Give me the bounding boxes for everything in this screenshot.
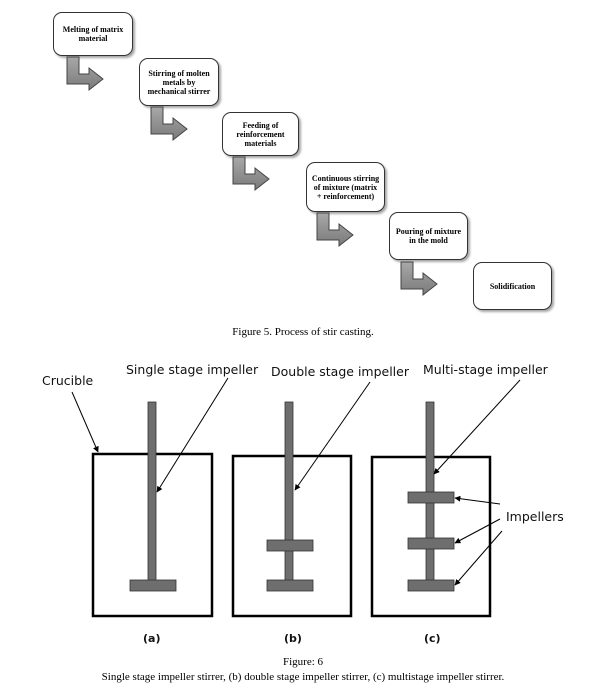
impeller-a-bottom (129, 579, 177, 592)
leader-single (156, 377, 229, 493)
step-continuous-stirring: Continuous stirring of mixture (matrix +… (306, 162, 385, 212)
sub-label-a: (a) (143, 632, 161, 645)
sub-label-b: (b) (284, 632, 302, 645)
leader-impeller-top (454, 495, 501, 505)
impeller-c-bottom (407, 579, 455, 592)
leader-impeller-bottom (454, 530, 503, 586)
figure6-caption-title: Figure: 6 (282, 656, 324, 668)
label-multi-stage: Multi-stage impeller (423, 362, 548, 377)
step-feeding: Feeding of reinforcement materials (222, 112, 299, 156)
step-melting: Melting of matrix material (53, 12, 133, 56)
label-impellers: Impellers (506, 509, 564, 524)
impeller-c-middle (407, 537, 455, 550)
figure5-caption: Figure 5. Process of stir casting. (232, 326, 374, 338)
step-solidification: Solidification (473, 262, 552, 310)
step-stirring: Stirring of molten metals by mechanical … (139, 58, 219, 106)
figure6-caption-text: Single stage impeller stirrer, (b) doubl… (101, 671, 505, 683)
leader-double (294, 381, 371, 491)
leader-crucible (71, 391, 99, 453)
shaft-b (284, 401, 294, 583)
leader-impeller-middle (454, 518, 501, 544)
impeller-b-bottom (266, 579, 314, 592)
impeller-c-top (407, 491, 455, 504)
shaft-a (147, 401, 157, 583)
label-crucible: Crucible (42, 373, 94, 388)
sub-label-c: (c) (424, 632, 441, 645)
step-pouring: Pouring of mixture in the mold (389, 212, 468, 260)
impeller-b-upper (266, 539, 314, 552)
leader-multi (433, 379, 521, 475)
label-double-stage: Double stage impeller (271, 364, 409, 379)
label-single-stage: Single stage impeller (126, 362, 259, 377)
